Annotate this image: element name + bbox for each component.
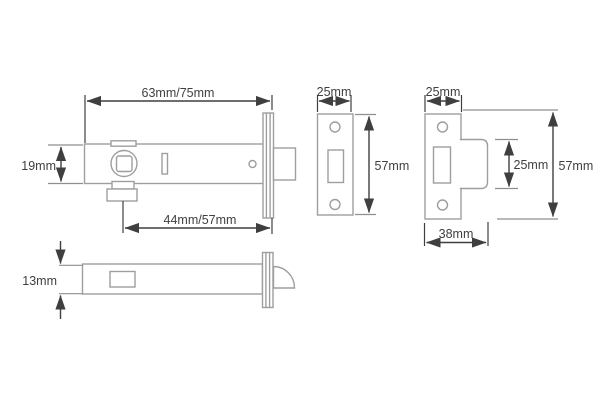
- latch-bolt: [272, 147, 297, 181]
- latch-bolt-curved: [272, 265, 296, 289]
- screw-hole: [436, 199, 449, 211]
- latch-case: [83, 143, 265, 185]
- case-bottom-tab: [111, 180, 135, 190]
- dim-label-strike-height: 57mm: [559, 159, 594, 173]
- strike-aperture: [432, 146, 452, 184]
- dimension-length: 63mm/75mm: [84, 86, 273, 143]
- dim-label-thickness: 13mm: [22, 274, 57, 288]
- dimension-strike-depth: 38mm: [423, 222, 489, 248]
- bolt-aperture: [327, 149, 345, 184]
- strike-plate: [424, 113, 462, 220]
- faceplate-plate: [316, 113, 354, 216]
- fixing-hole: [248, 159, 257, 169]
- dim-label-tongue-height: 25mm: [514, 158, 549, 172]
- spindle-follower: [110, 149, 138, 178]
- faceplate-edge: [262, 112, 275, 219]
- reversing-tab: [106, 188, 138, 202]
- dim-label-strike-width: 25mm: [426, 85, 461, 99]
- dim-label-backset: 44mm/57mm: [164, 213, 237, 227]
- dim-label-length: 63mm/75mm: [142, 86, 215, 100]
- screw-hole: [436, 121, 449, 133]
- dimension-strike-width: 25mm: [424, 85, 463, 112]
- spindle-square-hole: [115, 155, 133, 173]
- screw-hole: [329, 198, 341, 211]
- dimension-case-height: 19mm: [21, 144, 83, 185]
- dimension-strike-height: 57mm: [463, 109, 594, 220]
- dim-label-faceplate-height: 57mm: [375, 159, 410, 173]
- faceplate-edge: [261, 251, 274, 309]
- dimension-faceplate-width: 25mm: [317, 85, 352, 112]
- dim-label-case-height: 19mm: [21, 159, 56, 173]
- screw-hole: [329, 121, 341, 133]
- dimension-faceplate-height: 57mm: [355, 113, 410, 216]
- strike-tongue: [459, 138, 489, 190]
- case-slot: [161, 152, 169, 175]
- strike-plate-view: 25mm 25mm 57mm 38mm: [423, 85, 594, 248]
- dimension-backset: 44mm/57mm: [122, 201, 273, 234]
- dim-label-strike-depth: 38mm: [439, 227, 474, 241]
- dimension-thickness: 13mm: [22, 241, 83, 319]
- latch-top-view: 13mm: [22, 241, 296, 319]
- dim-label-faceplate-width: 25mm: [317, 85, 352, 99]
- faceplate-front-view: 25mm 57mm: [316, 85, 410, 216]
- tube-slot: [109, 270, 136, 288]
- latch-side-view: 63mm/75mm 19mm 44mm/57mm: [21, 86, 297, 234]
- case-top-tab: [110, 140, 137, 147]
- dimension-tongue-height: 25mm: [495, 138, 549, 190]
